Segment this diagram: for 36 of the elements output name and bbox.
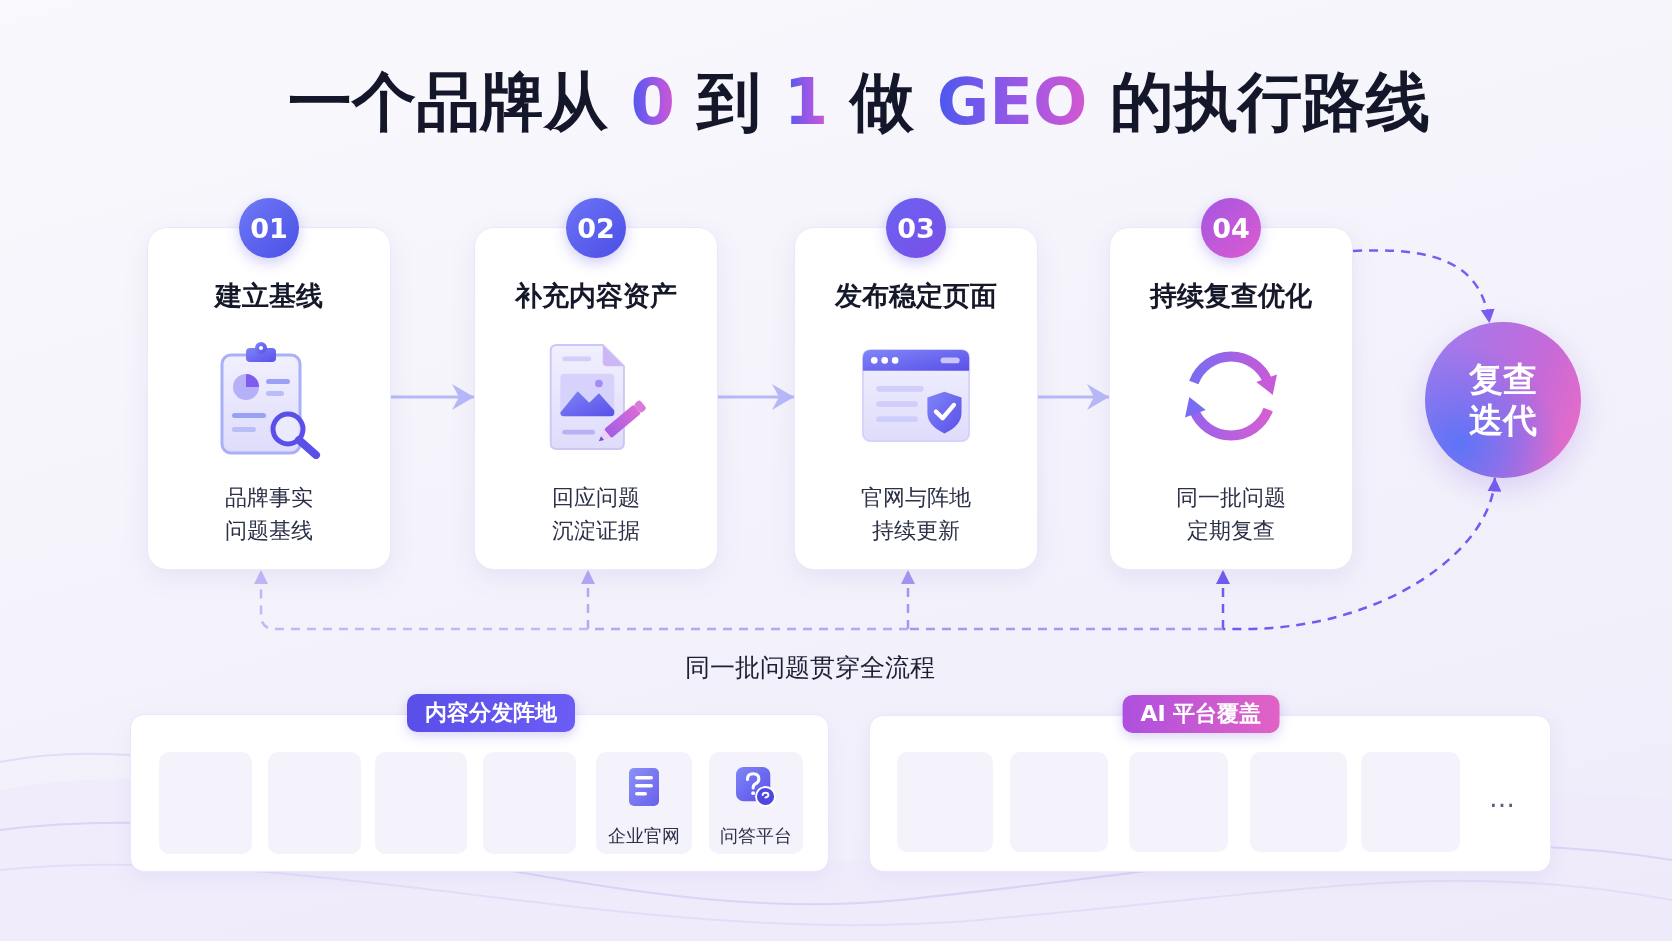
flow-arrow <box>1038 384 1109 410</box>
step-detail: 官网与阵地 <box>861 484 971 512</box>
step-title: 发布稳定页面 <box>835 279 997 313</box>
loop-note: 同一批问题贯穿全流程 <box>685 652 935 684</box>
step-detail: 定期复查 <box>1187 517 1275 545</box>
dashed-arrow <box>581 570 595 629</box>
step-detail: 问题基线 <box>225 517 313 545</box>
step-title: 建立基线 <box>215 279 323 313</box>
step-number-badge: 02 <box>566 198 626 258</box>
dashed-arrow <box>1216 570 1230 629</box>
platform-name: 企业官网 <box>608 824 680 848</box>
dashed-arrow <box>1223 477 1500 631</box>
step-number-badge: 01 <box>239 198 299 258</box>
flow-arrow <box>391 384 474 410</box>
platform-tile <box>709 752 803 854</box>
panel-heading: 内容分发阵地 <box>407 694 575 732</box>
dashed-arrow <box>901 570 915 629</box>
step-detail: 持续更新 <box>872 517 960 545</box>
step-number-badge: 03 <box>886 198 946 258</box>
flow-arrow <box>718 384 794 410</box>
step-number-badge: 04 <box>1201 198 1261 258</box>
review-label: 复查迭代 <box>1469 358 1537 442</box>
step-detail: 品牌事实 <box>225 484 313 512</box>
dashed-arrow <box>1352 249 1494 324</box>
platform-tile <box>596 752 692 854</box>
platform-name: 问答平台 <box>720 824 792 848</box>
dashed-line <box>908 627 1223 631</box>
step-detail: 沉淀证据 <box>552 517 640 545</box>
dashed-arrow <box>254 570 588 631</box>
page-title: 一个品牌从 0 到 1 做 GEO 的执行路线 <box>288 64 1430 141</box>
step-title: 补充内容资产 <box>515 279 677 313</box>
step-detail: 同一批问题 <box>1176 484 1286 512</box>
more-indicator: … <box>1489 783 1517 813</box>
panel-heading: AI 平台覆盖 <box>1122 695 1280 733</box>
step-title: 持续复查优化 <box>1150 279 1312 313</box>
step-detail: 回应问题 <box>552 484 640 512</box>
